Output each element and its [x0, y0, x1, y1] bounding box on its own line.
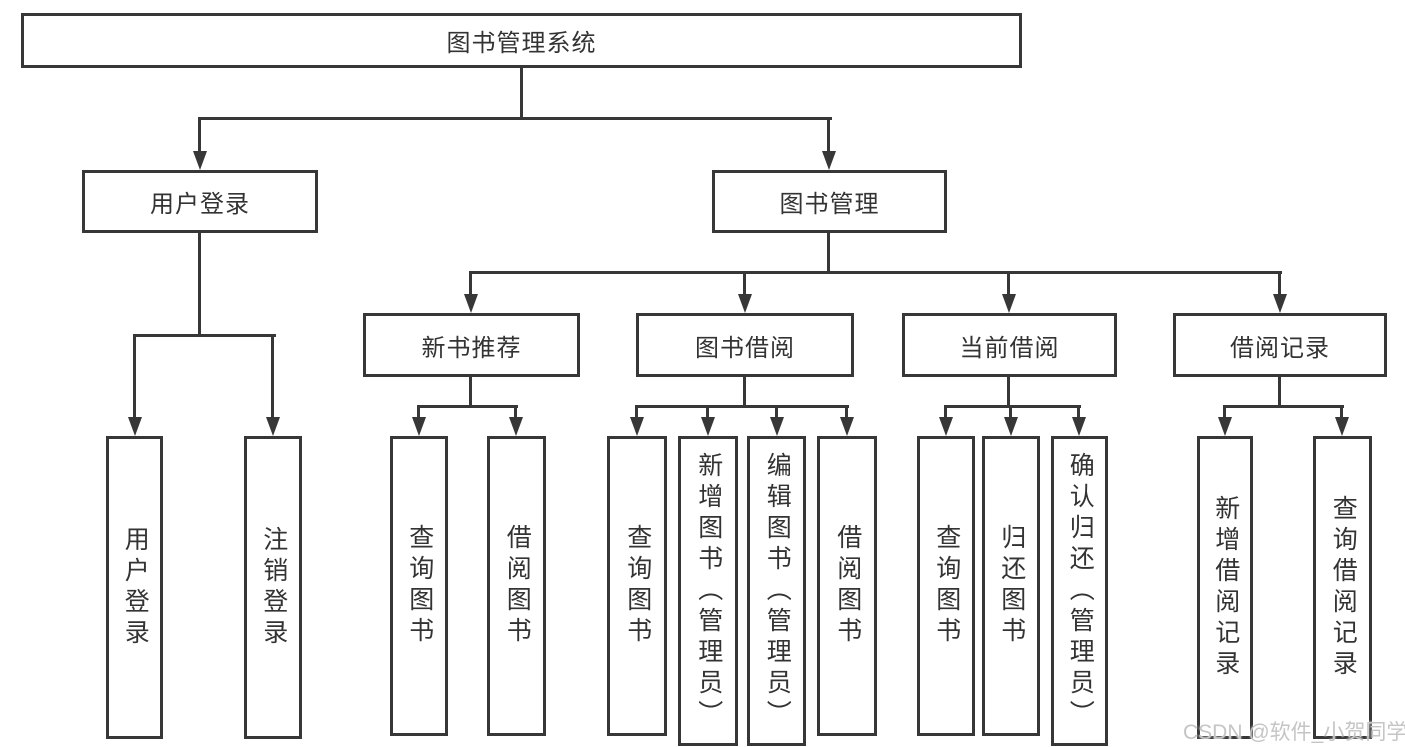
- arrowhead-management: [822, 151, 836, 170]
- connector-g2c2-drop: [706, 405, 709, 419]
- connector-g3c1-drop: [944, 405, 947, 419]
- node-book-management-label: 图书管理: [779, 191, 880, 218]
- connector-g2c1-drop: [635, 405, 638, 419]
- leaf-borrowing-query-books-label: 查询图书: [623, 524, 652, 648]
- arrowhead-g4c2: [1335, 417, 1349, 436]
- leaf-edit-books-admin: 编辑图书（管理员）: [747, 436, 806, 746]
- connector-group1-hline: [417, 405, 518, 408]
- leaf-recommend-query-books-label: 查询图书: [405, 524, 434, 648]
- leaf-current-query-books: 查询图书: [917, 436, 975, 736]
- connector-g2c3-drop: [775, 405, 778, 419]
- connector-login-drop: [198, 117, 201, 153]
- arrowhead-g3c3: [1072, 417, 1086, 436]
- leaf-borrowing-query-books: 查询图书: [607, 436, 667, 736]
- connector-g4c2-drop: [1340, 405, 1343, 419]
- connector-group1-stem: [469, 377, 472, 407]
- node-new-book-recommendation-label: 新书推荐: [421, 334, 522, 362]
- arrowhead-g2c1: [630, 417, 644, 436]
- connector-root-stem: [520, 68, 523, 118]
- connector-group3-hline: [944, 405, 1081, 408]
- arrowhead-g2c3: [770, 417, 784, 436]
- node-borrowing-records: 借阅记录: [1173, 313, 1387, 377]
- node-root: 图书管理系统: [21, 13, 1022, 68]
- leaf-logout-label: 注销登录: [259, 525, 288, 650]
- leaf-recommend-query-books: 查询图书: [390, 436, 448, 736]
- leaf-confirm-return-admin: 确认归还（管理员）: [1051, 436, 1108, 746]
- node-current-borrowing-label: 当前借阅: [959, 334, 1060, 362]
- leaf-recommend-borrow-books-label: 借阅图书: [503, 524, 532, 648]
- node-user-login: 用户登录: [82, 170, 318, 233]
- connector-management-drop: [827, 117, 830, 153]
- connector-g3c2-drop: [1009, 405, 1012, 419]
- arrowhead-login: [193, 151, 207, 170]
- connector-group4-drop: [1278, 271, 1281, 297]
- arrowhead-g3c2: [1004, 417, 1018, 436]
- connector-g4c1-drop: [1223, 405, 1226, 419]
- connector-login-child2-drop: [271, 334, 274, 419]
- leaf-logout: 注销登录: [244, 436, 302, 739]
- leaf-return-books-label: 归还图书: [997, 524, 1026, 648]
- leaf-return-books: 归还图书: [982, 436, 1040, 736]
- leaf-borrowing-borrow-books: 借阅图书: [817, 436, 877, 736]
- arrowhead-g1c2: [509, 417, 523, 436]
- connector-g1c2-drop: [514, 405, 517, 419]
- connector-group4-stem: [1278, 377, 1281, 407]
- connector-g1c1-drop: [417, 405, 420, 419]
- arrowhead-g2c4: [840, 417, 854, 436]
- arrowhead-group4: [1273, 294, 1287, 313]
- arrowhead-group2: [738, 294, 752, 313]
- node-book-management: 图书管理: [712, 170, 947, 233]
- arrowhead-login-child2: [266, 417, 280, 436]
- leaf-recommend-borrow-books: 借阅图书: [487, 436, 546, 736]
- arrowhead-login-child1: [128, 417, 142, 436]
- connector-login-child1-drop: [133, 334, 136, 419]
- node-book-borrowing: 图书借阅: [636, 313, 854, 377]
- connector-group2-drop: [743, 271, 746, 297]
- leaf-query-borrow-record: 查询借阅记录: [1313, 436, 1372, 739]
- leaf-current-query-books-label: 查询图书: [932, 524, 961, 648]
- connector-group2-stem: [743, 377, 746, 407]
- csdn-watermark: CSDN @软件_小贺同学: [1183, 721, 1405, 744]
- connector-group1-drop: [469, 271, 472, 297]
- connector-group3-drop: [1007, 271, 1010, 297]
- arrowhead-g1c1: [412, 417, 426, 436]
- leaf-confirm-return-admin-label: 确认归还（管理员）: [1066, 451, 1095, 731]
- connector-g2c4-drop: [845, 405, 848, 419]
- node-current-borrowing: 当前借阅: [902, 313, 1117, 377]
- connector-group4-hline: [1223, 405, 1344, 408]
- leaf-user-login-label: 用户登录: [121, 525, 150, 650]
- connector-group2-hline: [635, 405, 849, 408]
- leaf-add-borrow-record: 新增借阅记录: [1197, 436, 1253, 739]
- leaf-edit-books-admin-label: 编辑图书（管理员）: [763, 451, 792, 731]
- leaf-add-borrow-record-label: 新增借阅记录: [1211, 494, 1240, 681]
- leaf-add-books-admin-label: 新增图书（管理员）: [694, 451, 723, 731]
- leaf-user-login: 用户登录: [106, 436, 163, 739]
- arrowhead-group1: [464, 294, 478, 313]
- connector-login-hline: [133, 334, 276, 337]
- arrowhead-g2c2: [701, 417, 715, 436]
- node-book-borrowing-label: 图书借阅: [695, 334, 795, 362]
- leaf-query-borrow-record-label: 查询借阅记录: [1329, 494, 1358, 681]
- leaf-borrowing-borrow-books-label: 借阅图书: [833, 524, 862, 648]
- leaf-add-books-admin: 新增图书（管理员）: [678, 436, 738, 746]
- arrowhead-g4c1: [1218, 417, 1232, 436]
- connector-groups-hline: [469, 271, 1282, 274]
- connector-level2-hline: [198, 117, 832, 120]
- connector-g3c3-drop: [1077, 405, 1080, 419]
- arrowhead-g3c1: [939, 417, 953, 436]
- node-borrowing-records-label: 借阅记录: [1230, 334, 1330, 362]
- node-root-label: 图书管理系统: [446, 30, 597, 57]
- connector-management-stem: [827, 233, 830, 273]
- connector-group3-stem: [1007, 377, 1010, 407]
- node-user-login-label: 用户登录: [150, 191, 250, 218]
- node-new-book-recommendation: 新书推荐: [363, 313, 580, 377]
- arrowhead-group3: [1002, 294, 1016, 313]
- connector-login-stem: [198, 233, 201, 336]
